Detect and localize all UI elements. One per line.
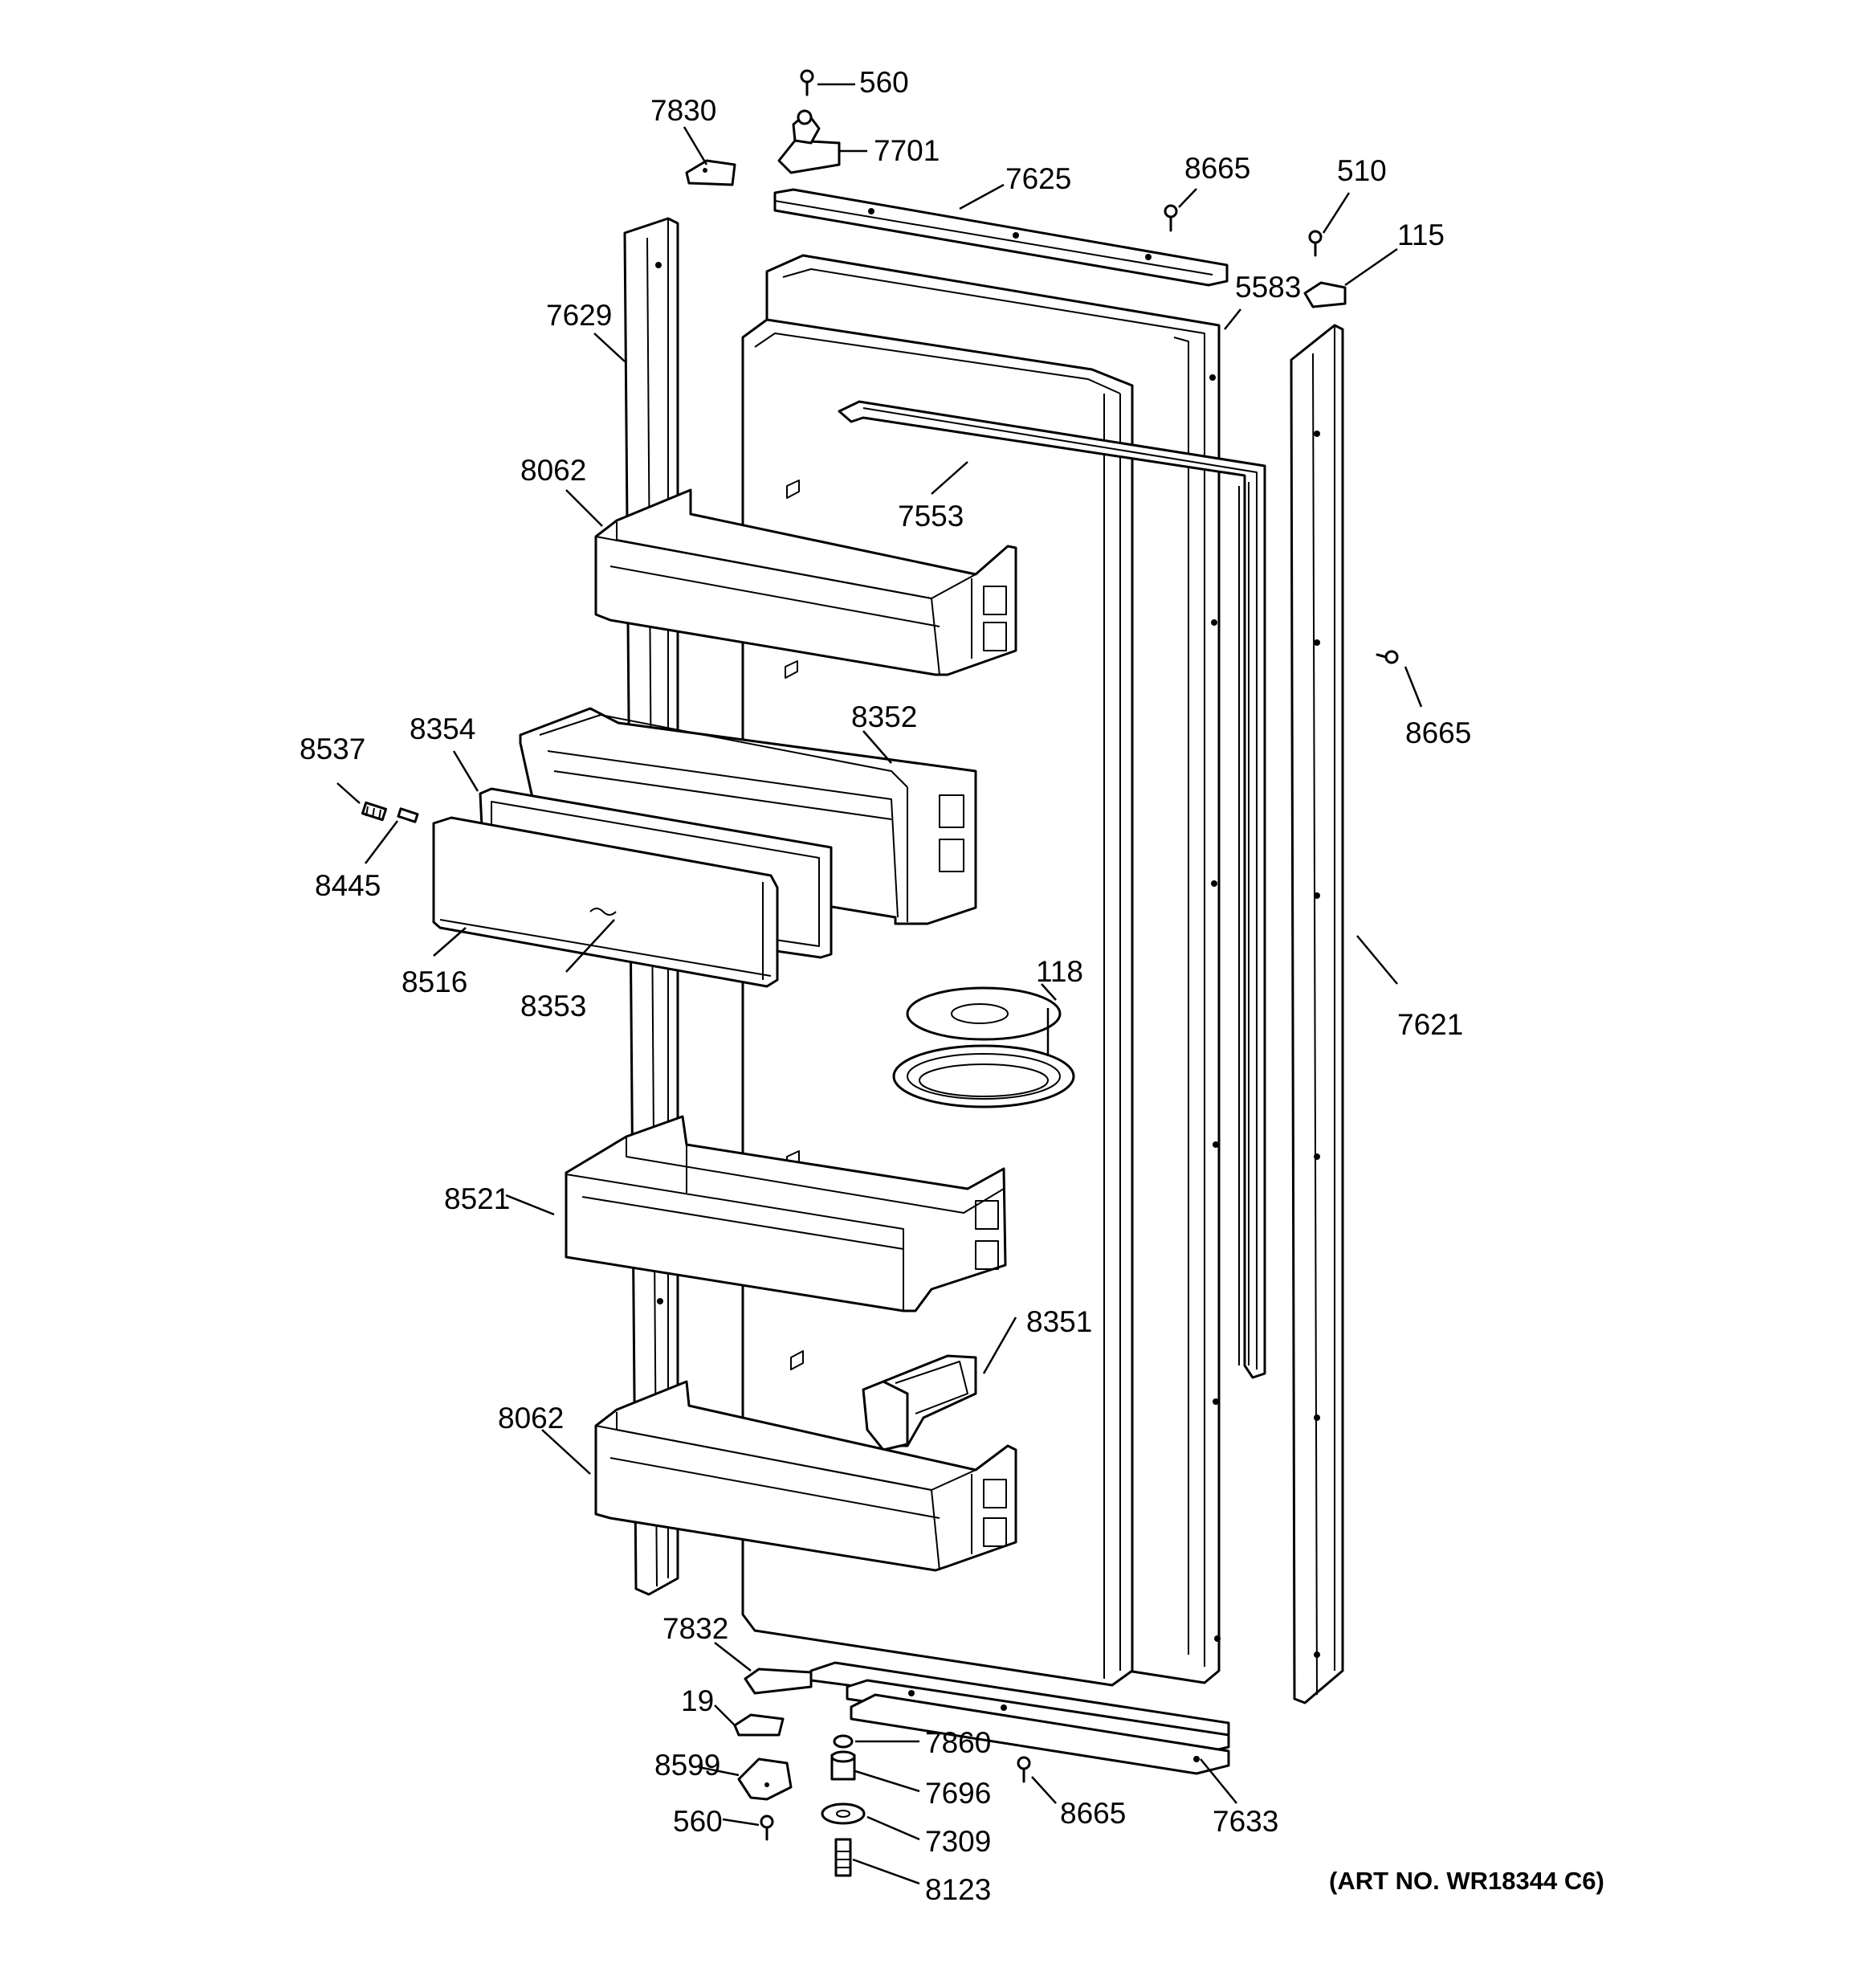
egg-trays xyxy=(892,986,1075,1108)
label-8354: 8354 xyxy=(410,712,475,745)
label-115: 115 xyxy=(1397,218,1445,251)
label-8062-top: 8062 xyxy=(520,454,586,487)
label-8353: 8353 xyxy=(520,990,586,1023)
label-7629: 7629 xyxy=(546,299,612,332)
bottom-trim-strip xyxy=(809,1661,1230,1775)
utility-compartment xyxy=(862,1354,977,1451)
label-7309: 7309 xyxy=(925,1825,991,1858)
label-8062-bottom: 8062 xyxy=(498,1402,564,1435)
label-8123: 8123 xyxy=(925,1873,991,1906)
label-5583: 5583 xyxy=(1235,271,1301,304)
middle-door-bin xyxy=(565,1115,1007,1312)
label-8351: 8351 xyxy=(1026,1305,1092,1338)
right-trim-strip xyxy=(1290,324,1344,1704)
label-8537: 8537 xyxy=(300,733,365,765)
label-8665-right: 8665 xyxy=(1405,716,1471,749)
label-7832: 7832 xyxy=(662,1612,728,1645)
label-7696: 7696 xyxy=(925,1777,991,1810)
upper-door-bin xyxy=(594,488,1017,676)
label-8599: 8599 xyxy=(654,1749,720,1782)
door-gasket xyxy=(838,400,1266,1379)
art-number: (ART NO. WR18344 C6) xyxy=(1329,1867,1604,1895)
label-19: 19 xyxy=(681,1684,714,1717)
label-7621: 7621 xyxy=(1397,1008,1463,1041)
label-7830: 7830 xyxy=(650,94,716,127)
callout-labels: 560 7830 7701 7625 8665 510 115 5583 762… xyxy=(300,66,1604,1906)
label-7625: 7625 xyxy=(1005,162,1071,195)
label-7860: 7860 xyxy=(925,1726,991,1759)
label-8516: 8516 xyxy=(402,965,467,998)
label-7633: 7633 xyxy=(1213,1805,1278,1838)
label-118: 118 xyxy=(1036,955,1083,988)
label-8665-top: 8665 xyxy=(1184,152,1250,185)
label-7553: 7553 xyxy=(898,500,964,533)
label-510: 510 xyxy=(1337,154,1387,187)
label-560-top: 560 xyxy=(859,66,909,99)
top-trim-strip xyxy=(773,188,1229,287)
dairy-door xyxy=(432,816,779,988)
right-side-screw xyxy=(1376,650,1399,664)
outer-panel-holes xyxy=(1209,374,1221,1642)
dairy-spring-and-pin xyxy=(361,801,419,823)
leader-lines xyxy=(336,83,1423,1885)
label-7701: 7701 xyxy=(874,134,940,167)
label-560-bottom: 560 xyxy=(673,1805,723,1838)
label-8521: 8521 xyxy=(444,1182,510,1215)
lower-door-bin xyxy=(594,1380,1017,1572)
bottom-hinge-hardware xyxy=(733,1668,1031,1877)
top-hinge-hardware xyxy=(685,69,1347,308)
label-8352: 8352 xyxy=(851,700,917,733)
label-8445: 8445 xyxy=(315,869,381,902)
label-8665-bottom: 8665 xyxy=(1060,1797,1126,1830)
